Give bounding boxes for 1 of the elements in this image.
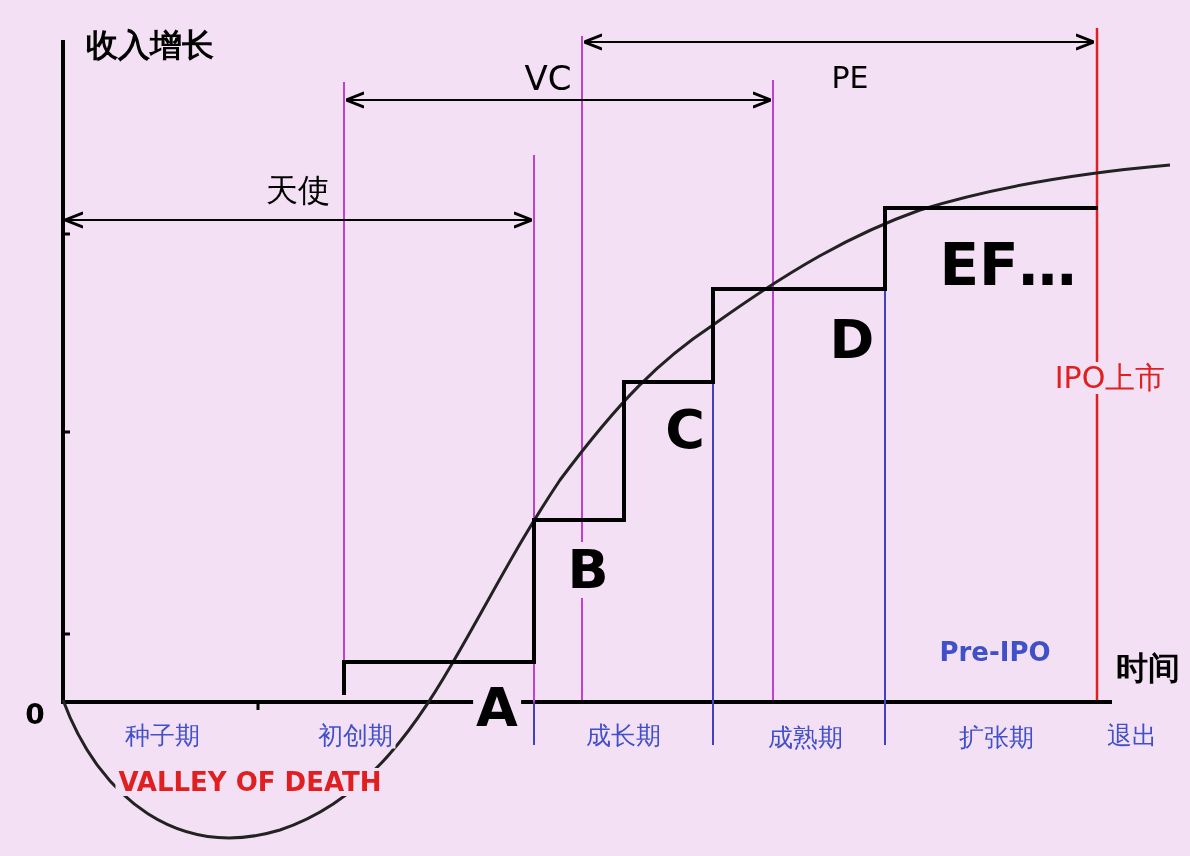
- axis-label: 收入增长: [83, 28, 217, 62]
